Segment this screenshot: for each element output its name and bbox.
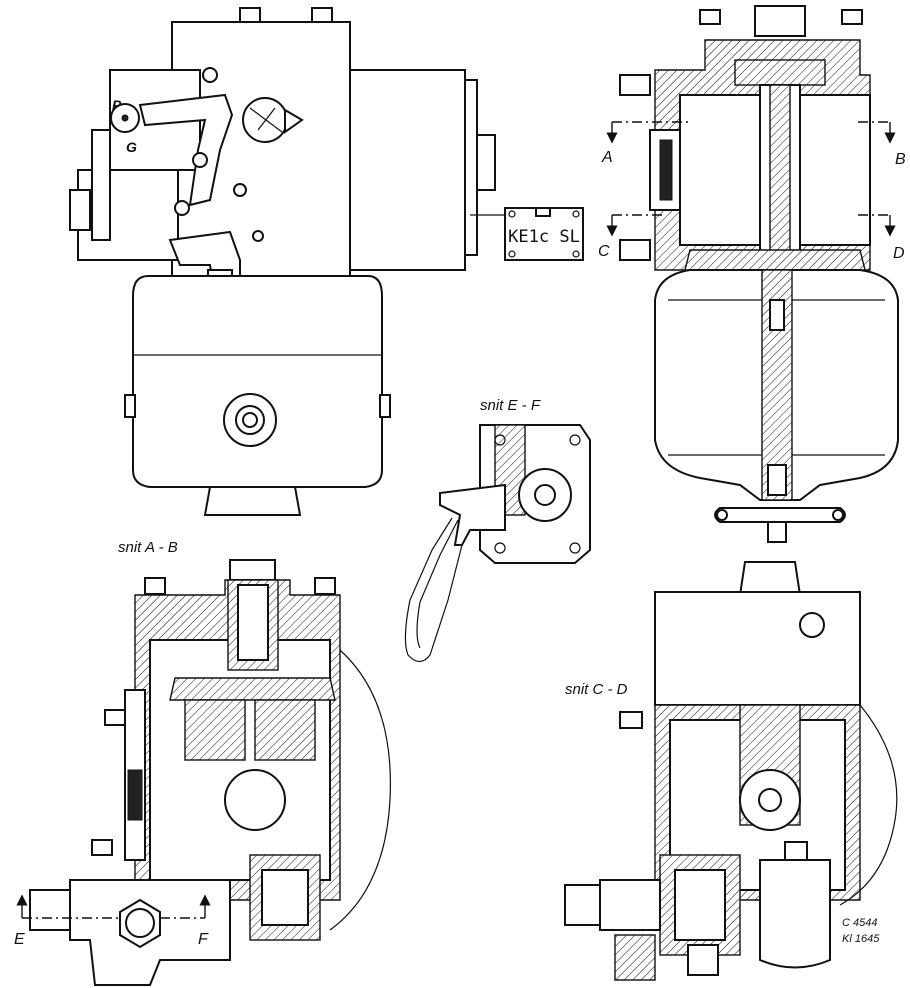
cut-label-d: D — [893, 245, 905, 262]
section-title-cd: snit C - D — [565, 681, 628, 698]
section-ef-view — [404, 424, 591, 663]
cut-label-e: E — [14, 931, 25, 948]
section-title-ab: snit A - B — [118, 539, 178, 556]
drawing-code-2: Kl 1645 — [842, 933, 880, 945]
nameplate: KE1c SL — [504, 207, 584, 261]
cut-label-a: A — [601, 149, 613, 166]
drawing-code-1: C 4544 — [842, 917, 877, 929]
section-title-ef: snit E - F — [480, 397, 541, 414]
cut-label-b: B — [895, 151, 906, 168]
section-ab-view — [29, 559, 392, 986]
lever-label-p: P — [112, 97, 122, 113]
section-cd-view — [564, 561, 898, 981]
cut-line-c-d — [606, 214, 896, 237]
cut-label-c: C — [598, 243, 610, 260]
cut-line-a-b — [606, 121, 896, 144]
cut-label-f: F — [198, 931, 209, 948]
nameplate-text: KE1c SL — [508, 227, 580, 247]
exterior-view — [69, 7, 505, 516]
main-section-view — [619, 5, 899, 543]
lever-label-g: G — [126, 139, 137, 155]
cut-line-e-f — [16, 894, 211, 919]
